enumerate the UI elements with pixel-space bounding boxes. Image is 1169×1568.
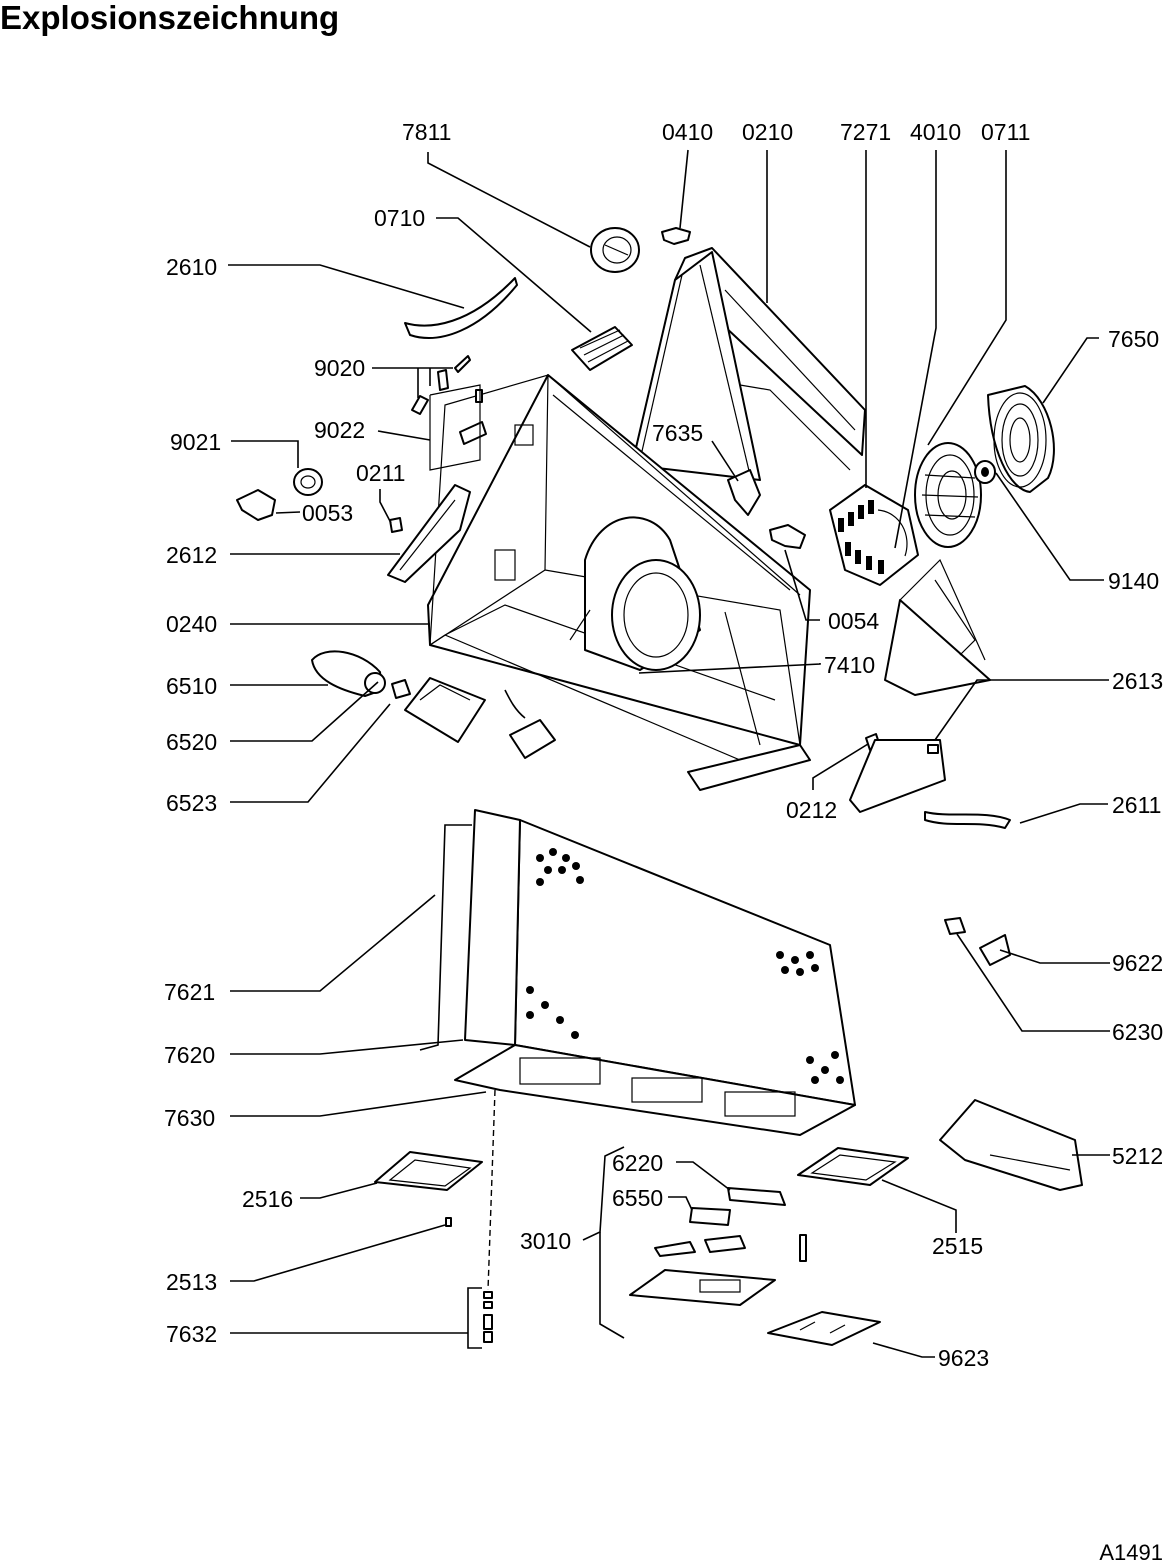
- label-0053: 0053: [302, 500, 353, 526]
- part-3010-control-unit: [629, 1187, 807, 1306]
- label-4010: 4010: [910, 119, 961, 145]
- part-7620-side-panel: [464, 809, 521, 1046]
- label-9020: 9020: [314, 355, 365, 381]
- part-7632-fasteners: [467, 1089, 496, 1349]
- part-7630-canopy: [454, 819, 856, 1136]
- part-0053-clip: [236, 489, 276, 521]
- label-7621: 7621: [164, 979, 215, 1005]
- part-0710-filter: [571, 326, 633, 371]
- part-6510-lamp: [311, 650, 386, 697]
- part-7621-rod: [419, 824, 472, 1051]
- part-7271-fan-wheel: [829, 484, 919, 586]
- label-0212: 0212: [786, 797, 837, 823]
- part-6230-connector: [944, 917, 966, 935]
- label-2610: 2610: [166, 254, 217, 280]
- label-6510: 6510: [166, 673, 217, 699]
- part-0211-clip: [389, 517, 403, 533]
- part-9622-label: [979, 934, 1011, 966]
- part-9020-9022-switch: [411, 355, 487, 471]
- part-7410-fan-housing: [569, 516, 701, 671]
- part-7650-carbon-filter: [987, 385, 1055, 493]
- part-2610-trim: [404, 277, 518, 339]
- power-cable: [504, 689, 556, 759]
- part-9623-glass-panel: [767, 1311, 881, 1346]
- label-7620: 7620: [164, 1042, 215, 1068]
- part-6523-lamp-bracket: [404, 677, 486, 743]
- label-0240: 0240: [166, 611, 217, 637]
- part-9021-knob: [293, 468, 323, 496]
- page-title: Explosionszeichnung: [0, 0, 340, 36]
- label-7635: 7635: [652, 420, 703, 446]
- leader-lines: [228, 149, 1110, 1358]
- label-9140: 9140: [1108, 568, 1159, 594]
- label-2613: 2613: [1112, 668, 1163, 694]
- part-labels: 7811 0410 0210 7271 4010 0711 0710 2610 …: [164, 119, 1163, 1371]
- label-5212: 5212: [1112, 1143, 1163, 1169]
- label-6220: 6220: [612, 1150, 663, 1176]
- label-6550: 6550: [612, 1185, 663, 1211]
- part-0054-clip: [769, 524, 806, 549]
- part-2613-bracket: [849, 739, 946, 813]
- label-0711: 0711: [981, 119, 1030, 145]
- label-2612: 2612: [166, 542, 217, 568]
- part-7635-bracket: [727, 469, 761, 516]
- label-3010: 3010: [520, 1228, 571, 1254]
- label-7650: 7650: [1108, 326, 1159, 352]
- label-6230: 6230: [1112, 1019, 1163, 1045]
- part-2612-side-bracket: [387, 484, 471, 583]
- label-2513: 2513: [166, 1269, 217, 1295]
- label-0210: 0210: [742, 119, 793, 145]
- label-7811: 7811: [402, 119, 451, 145]
- label-9622: 9622: [1112, 950, 1163, 976]
- part-2516-light-cover: [374, 1151, 483, 1191]
- label-9021: 9021: [170, 429, 221, 455]
- label-7630: 7630: [164, 1105, 215, 1131]
- part-0410-clip: [661, 227, 691, 245]
- label-0410: 0410: [662, 119, 713, 145]
- label-9022: 9022: [314, 417, 365, 443]
- label-7410: 7410: [824, 652, 875, 678]
- part-2611-trim: [924, 811, 1011, 829]
- part-6520-lamp-socket: [391, 679, 411, 699]
- part-2515-light-cover: [797, 1147, 909, 1186]
- document-code: A1491: [1099, 1540, 1163, 1565]
- part-0210-chimney-cover: [631, 247, 991, 696]
- label-7271: 7271: [840, 119, 891, 145]
- label-0710: 0710: [374, 205, 425, 231]
- label-2515: 2515: [932, 1233, 983, 1259]
- label-6523: 6523: [166, 790, 217, 816]
- label-0211: 0211: [356, 460, 405, 486]
- part-9140-nut: [974, 460, 996, 484]
- part-5212-bracket: [939, 1099, 1083, 1191]
- part-7811-flange: [590, 227, 640, 273]
- label-2516: 2516: [242, 1186, 293, 1212]
- label-7632: 7632: [166, 1321, 217, 1347]
- label-9623: 9623: [938, 1345, 989, 1371]
- label-0054: 0054: [828, 608, 879, 634]
- part-0711-grille: [914, 442, 982, 548]
- part-2513-screw: [445, 1217, 452, 1227]
- label-6520: 6520: [166, 729, 217, 755]
- label-2611: 2611: [1112, 792, 1161, 818]
